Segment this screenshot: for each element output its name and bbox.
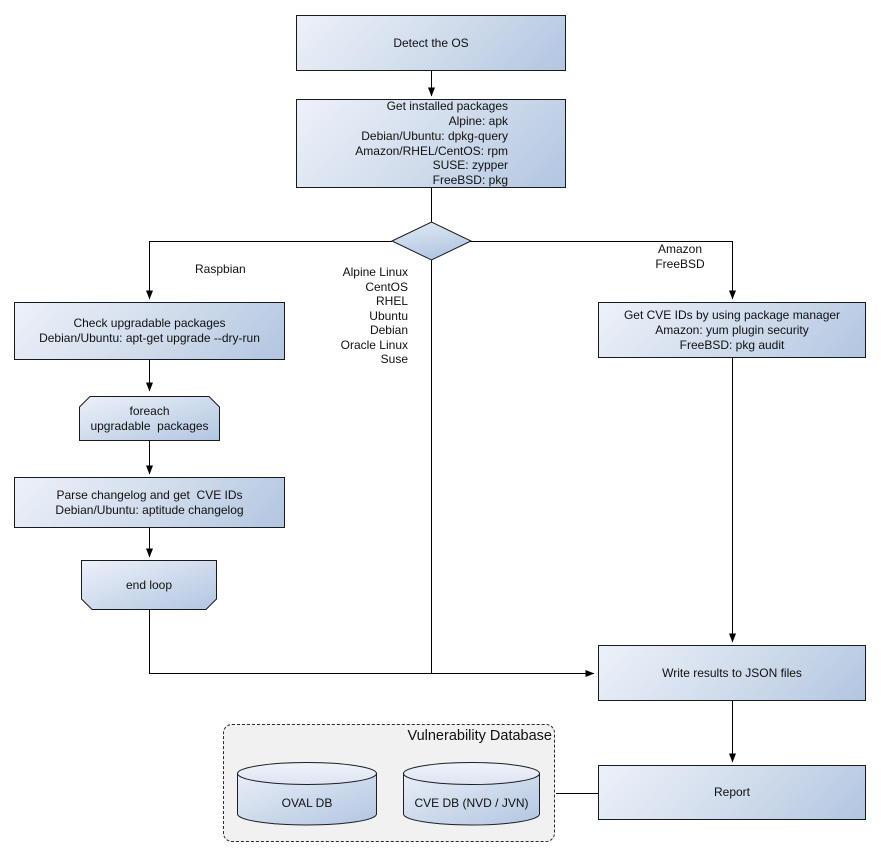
node-label: foreach upgradable packages [90, 403, 209, 433]
branch-label-middle-os-list: Alpine Linux CentOS RHEL Ubuntu Debian O… [340, 265, 408, 366]
node-end-loop: end loop [81, 560, 217, 610]
node-report: Report [598, 765, 866, 820]
node-label: Detect the OS [393, 35, 469, 50]
node-get-cve-ids: Get CVE IDs by using package manager Ama… [598, 302, 866, 358]
decision-diamond [390, 221, 473, 261]
node-foreach-loop: foreach upgradable packages [79, 396, 220, 441]
db-cylinder-icon [403, 762, 540, 826]
node-check-upgradable-packages: Check upgradable packages Debian/Ubuntu:… [14, 302, 285, 360]
vulnerability-database-title: Vulnerability Database [407, 728, 552, 744]
cylinder-label: CVE DB (NVD / JVN) [414, 795, 529, 810]
node-label: Get installed packages Alpine: apk Debia… [355, 99, 508, 188]
loop-end-shape-icon [81, 560, 217, 610]
node-write-results-json: Write results to JSON files [598, 645, 866, 701]
node-label: Get CVE IDs by using package manager Ama… [623, 307, 841, 352]
node-label: Write results to JSON files [662, 665, 802, 680]
node-label: Check upgradable packages Debian/Ubuntu:… [39, 316, 260, 345]
db-cylinder-icon [237, 762, 377, 826]
cve-db-cylinder: CVE DB (NVD / JVN) [403, 762, 540, 826]
branch-label-amazon-freebsd: Amazon FreeBSD [655, 242, 705, 271]
node-label: end loop [125, 577, 173, 592]
loop-begin-shape-icon [79, 396, 220, 441]
node-label: Report [713, 785, 751, 799]
cylinder-label: OVAL DB [281, 795, 333, 810]
node-detect-os: Detect the OS [296, 15, 566, 71]
branch-label-raspbian: Raspbian [195, 262, 246, 276]
oval-db-cylinder: OVAL DB [237, 762, 377, 826]
node-label: Parse changelog and get CVE IDs Debian/U… [55, 487, 244, 517]
node-get-installed-packages: Get installed packages Alpine: apk Debia… [296, 99, 566, 188]
node-parse-changelog: Parse changelog and get CVE IDs Debian/U… [14, 477, 285, 528]
